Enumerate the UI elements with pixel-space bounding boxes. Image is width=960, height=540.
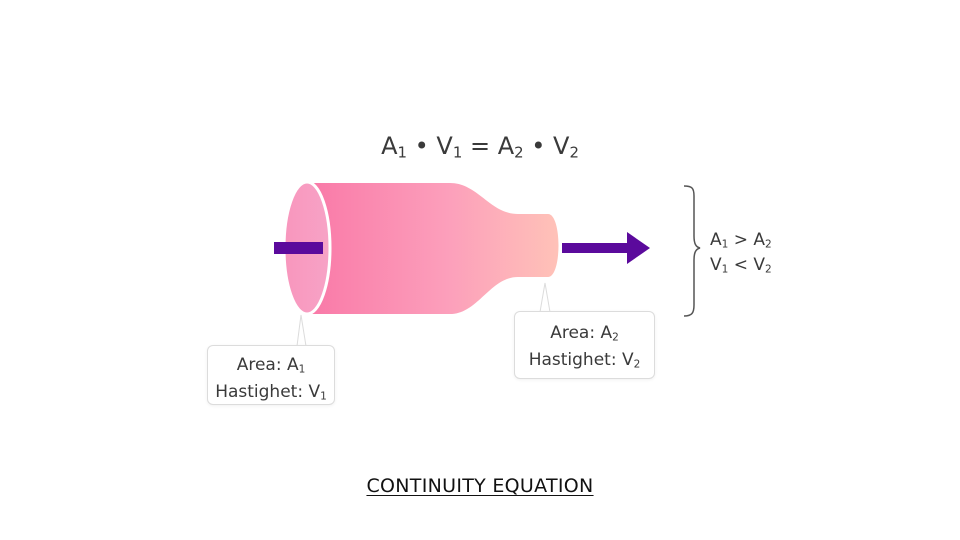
eq-dot-2: •	[531, 132, 546, 160]
callout-outlet: Area: A2 Hastighet: V2	[514, 311, 655, 379]
eq-equals: =	[469, 132, 491, 160]
relation-bracket	[683, 185, 701, 317]
eq-v2: V	[553, 132, 570, 160]
eq-dot-1: •	[414, 132, 429, 160]
eq-a1-sub: 1	[397, 143, 407, 162]
pipe-body	[312, 183, 559, 314]
eq-a2: A	[497, 132, 515, 160]
callout-inlet: Area: A1 Hastighet: V1	[207, 345, 335, 405]
eq-a1: A	[381, 132, 398, 160]
callout-inlet-speed: Hastighet: V1	[215, 382, 327, 403]
relation-area: A1 > A2	[710, 230, 772, 251]
callout-outlet-speed: Hastighet: V2	[528, 350, 641, 371]
callout-outlet-area: Area: A2	[550, 323, 619, 344]
diagram-caption: CONTINUITY EQUATION	[366, 475, 594, 497]
relation-speed: V1 < V2	[710, 255, 772, 276]
inlet-flow-bar	[274, 242, 323, 254]
callout-outlet-pointer	[539, 282, 551, 313]
callout-inlet-area: Area: A1	[236, 355, 306, 376]
outlet-flow-arrow	[562, 232, 650, 264]
eq-a2-sub: 2	[514, 143, 524, 162]
eq-v2-sub: 2	[569, 143, 579, 162]
eq-v1: V	[436, 132, 453, 160]
relations: A1 > A2 V1 < V2	[710, 228, 772, 278]
callout-inlet-pointer	[296, 314, 307, 347]
eq-v1-sub: 1	[452, 143, 463, 162]
continuity-equation: A1 • V1 = A2 • V2	[340, 132, 620, 160]
